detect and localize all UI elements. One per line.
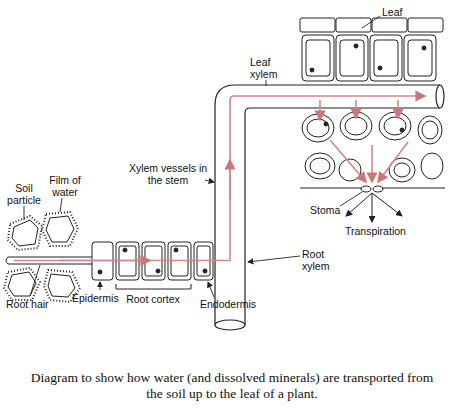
xylem-tube [215,85,444,330]
figure-caption: Diagram to show how water (and dissolved… [22,370,442,402]
leaf-tissue [300,18,445,192]
part-label: Root hair [6,298,66,310]
leader-lines [24,16,380,297]
part-label: Stoma [310,204,350,216]
part-label: Epidermis [72,292,132,304]
part-label: Root cortex [118,293,188,305]
cortex-bracket [116,284,191,289]
part-label: Xylem vessels in the stem [128,162,208,186]
part-label: Leaf xylem [250,56,284,80]
part-label: Film of water [44,174,86,198]
part-label: Root xylem [302,248,338,272]
part-label: Transpiration [345,225,435,237]
part-label: Leaf [382,6,422,18]
part-label: Soil particle [2,182,46,206]
part-label: Endodermis [200,298,270,310]
